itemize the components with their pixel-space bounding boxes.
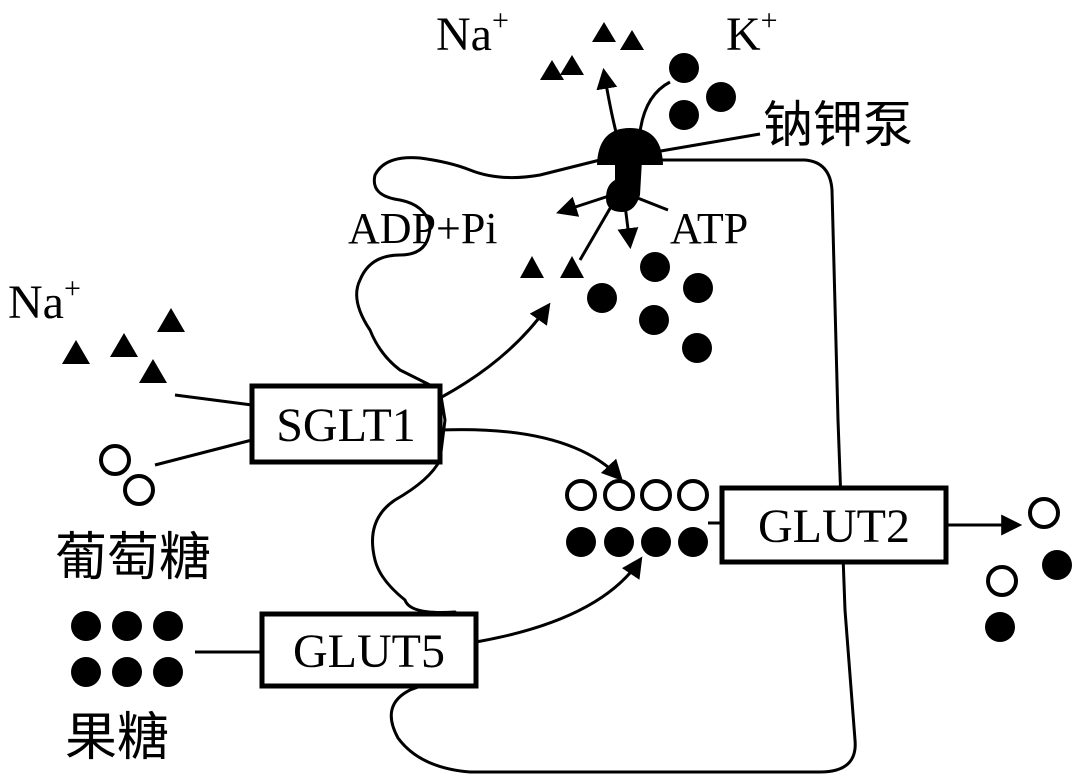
na-ion (560, 256, 584, 278)
k-influx-line (638, 80, 671, 133)
fructose-molecule (678, 527, 708, 557)
k-ion (587, 283, 617, 313)
k-ion (683, 273, 713, 303)
pump-label-line (654, 132, 761, 154)
sglt1-label: SGLT1 (276, 399, 416, 452)
k-release-arrow (617, 204, 639, 250)
glucose-molecule (1028, 497, 1060, 529)
glucose-molecule (640, 479, 672, 511)
glucose-label: 葡萄糖 (55, 528, 211, 588)
fructose-molecule (566, 527, 596, 557)
na-ion (620, 30, 644, 50)
na-ion (592, 22, 616, 42)
na-ion (110, 333, 138, 357)
atp-label: ATP (670, 204, 748, 253)
na-efflux-arrow (596, 67, 618, 133)
fructose-molecule (112, 657, 142, 687)
fructose-molecule (1042, 550, 1072, 580)
cell-membrane (355, 156, 857, 774)
fructose-molecule (153, 611, 183, 641)
glut5-fructose-arrow (475, 556, 643, 644)
fructose-molecule (604, 527, 634, 557)
na-ions-inside (520, 256, 584, 278)
na-ions-top (540, 22, 644, 80)
adp-label: ADP+Pi (348, 204, 498, 253)
pump-label: 钠钾泵 (763, 96, 913, 154)
na-ion (520, 256, 544, 278)
sglt1-glucose-arrow (439, 428, 623, 482)
fructose-molecule (71, 611, 101, 641)
k-ion (640, 252, 670, 282)
na-ion (157, 308, 185, 332)
k-ions-top (669, 53, 736, 130)
fructose-left (71, 611, 183, 687)
atp-line (629, 193, 669, 212)
k-top-label: K+ (726, 4, 778, 61)
exported-sugars (985, 497, 1072, 642)
na-top-label: Na+ (436, 4, 509, 61)
na-to-sglt1-line (174, 393, 253, 407)
k-ions-inside (587, 252, 713, 363)
fructose-label: 果糖 (65, 708, 169, 768)
fructose-molecule (112, 611, 142, 641)
na-ion (560, 55, 584, 75)
adp-arrow (556, 193, 613, 217)
glucose-molecule (99, 444, 131, 476)
glucose-left (99, 444, 155, 506)
sglt1-na-arrow (439, 302, 551, 400)
glut5-label: GLUT5 (293, 625, 445, 678)
glucose-molecule (603, 479, 635, 511)
na-left-label: Na+ (8, 272, 81, 329)
glut2-box (719, 485, 949, 565)
glucose-molecule (565, 479, 597, 511)
k-ion (682, 333, 712, 363)
k-ion (706, 82, 736, 112)
glucose-molecule (677, 479, 709, 511)
fructose-molecule (985, 612, 1015, 642)
glucose-to-sglt1-line (154, 438, 253, 467)
glucose-molecule (986, 565, 1018, 597)
glut5-box (259, 611, 479, 689)
na-ion (62, 340, 90, 364)
fructose-molecule (71, 657, 101, 687)
fructose-molecule (153, 657, 183, 687)
na-ion (139, 359, 167, 383)
cytoplasm-sugars (565, 479, 709, 557)
na-pump-line (578, 204, 614, 261)
na-ion (540, 60, 564, 80)
glut2-label: GLUT2 (758, 500, 910, 553)
fructose-molecule (641, 527, 671, 557)
na-ions-left (62, 308, 185, 383)
glucose-molecule (123, 474, 155, 506)
k-ion (639, 305, 669, 335)
sodium-potassium-pump (597, 128, 663, 212)
sglt1-box (249, 383, 443, 465)
k-ion (669, 100, 699, 130)
k-ion (669, 53, 699, 83)
